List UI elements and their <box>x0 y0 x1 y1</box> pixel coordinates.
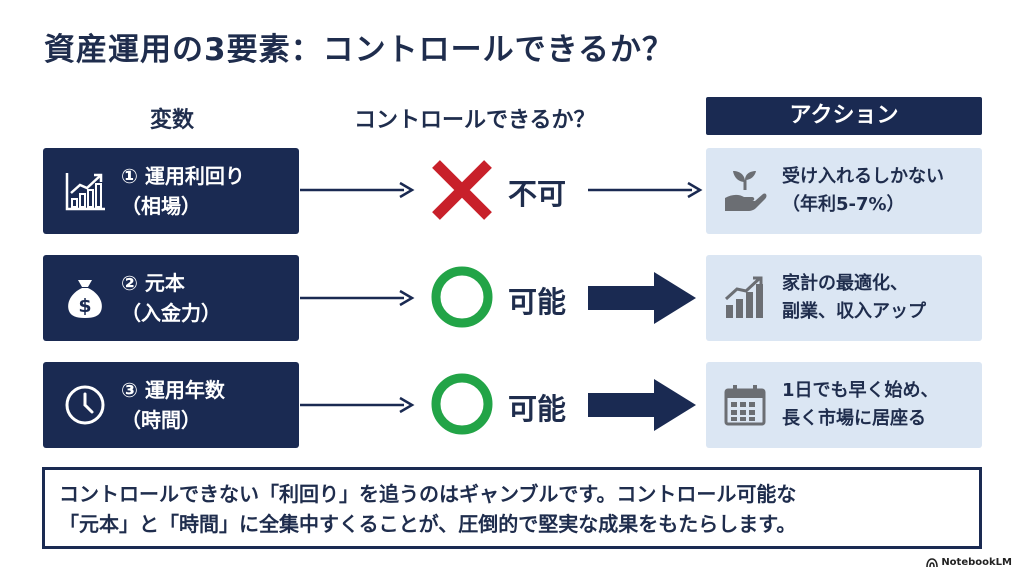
arrow-right-icon <box>588 181 703 199</box>
header-action: アクション <box>706 97 982 135</box>
action-label: 1日でも早く始め、 <box>782 380 939 401</box>
status-label: 可能 <box>508 285 567 319</box>
variable-sublabel: （入金力） <box>121 301 221 325</box>
circle-mark-icon <box>431 373 493 435</box>
variable-sublabel: （時間） <box>121 408 201 432</box>
svg-text:$: $ <box>78 295 91 317</box>
variable-box-yield: ① 運用利回り （相場） <box>43 148 299 234</box>
brand-watermark: NotebookLM <box>926 557 1012 568</box>
status-label: 可能 <box>508 392 567 426</box>
action-label: 家計の最適化、 <box>782 273 908 294</box>
status-label: 不可 <box>508 177 567 211</box>
conclusion-line: コントロールできない「利回り」を追うのはギャンブルです。コントロール可能な <box>59 482 797 506</box>
calendar-icon <box>724 385 766 426</box>
brand-name: NotebookLM <box>941 557 1012 568</box>
arrow-right-icon <box>300 396 415 414</box>
header-variable: 変数 <box>150 108 195 133</box>
action-sublabel: （年利5-7%） <box>782 194 905 215</box>
notebooklm-logo-icon <box>926 557 939 567</box>
action-box-accept: 受け入れるしかない （年利5-7%） <box>706 148 982 234</box>
action-sublabel: 副業、収入アップ <box>782 301 926 322</box>
action-sublabel: 長く市場に居座る <box>782 408 926 429</box>
arrow-right-bold-icon <box>588 379 696 431</box>
money-bag-icon: $ <box>68 280 102 318</box>
cross-mark-icon <box>432 160 492 220</box>
header-control: コントロールできるか？ <box>354 108 596 133</box>
bar-chart-icon <box>724 276 763 318</box>
variable-box-principal: $ ② 元本 （入金力） <box>43 255 299 341</box>
hand-with-sprout-icon <box>725 171 767 211</box>
action-box-optimize: 家計の最適化、 副業、収入アップ <box>706 255 982 341</box>
growth-chart-icon <box>65 173 105 211</box>
variable-sublabel: （相場） <box>121 194 201 218</box>
arrow-right-icon <box>300 289 415 307</box>
action-label: 受け入れるしかない <box>782 166 944 187</box>
variable-label: ① 運用利回り <box>121 164 245 188</box>
circle-mark-icon <box>431 266 493 328</box>
conclusion-line: 「元本」と「時間」に全集中すくることが、圧倒的で堅実な成果をもたらします。 <box>59 512 797 536</box>
variable-label: ② 元本 <box>121 271 185 295</box>
conclusion-box: コントロールできない「利回り」を追うのはギャンブルです。コントロール可能な 「元… <box>42 467 982 549</box>
variable-label: ③ 運用年数 <box>121 378 225 402</box>
arrow-right-icon <box>300 181 415 199</box>
clock-icon <box>65 385 105 425</box>
action-box-start-early: 1日でも早く始め、 長く市場に居座る <box>706 362 982 448</box>
variable-box-time: ③ 運用年数 （時間） <box>43 362 299 448</box>
arrow-right-bold-icon <box>588 272 696 324</box>
page-title: 資産運用の3要素：コントロールできるか？ <box>44 32 674 68</box>
